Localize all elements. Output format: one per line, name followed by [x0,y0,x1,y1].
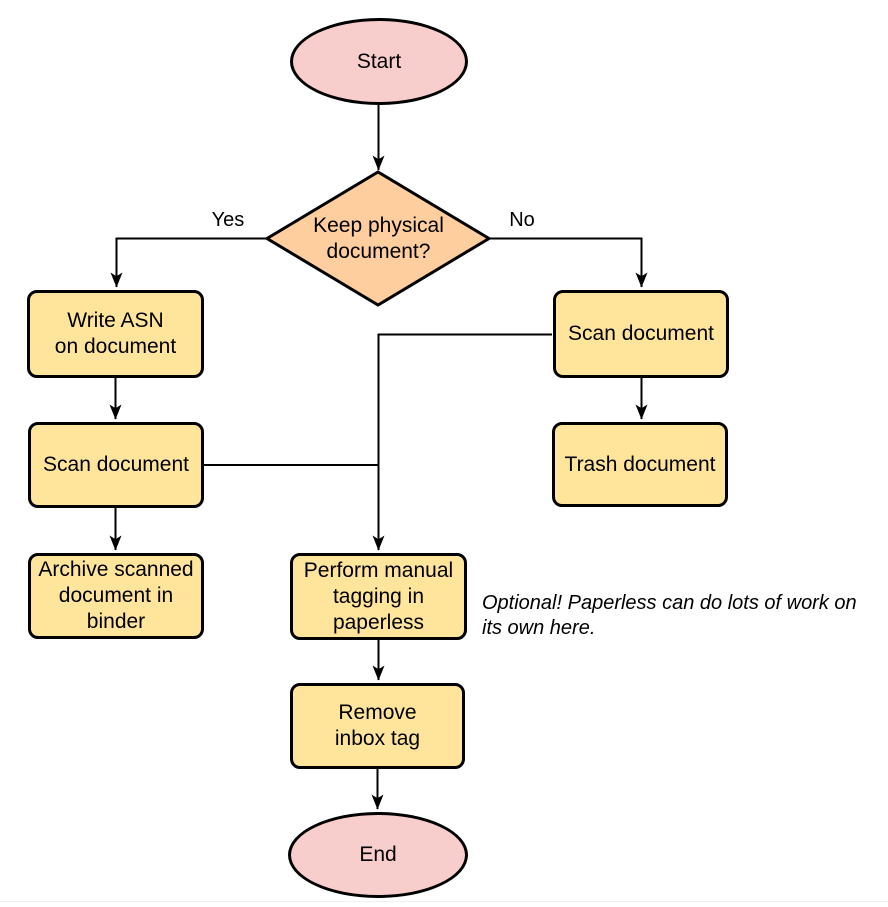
decision-node: Keep physical document? [280,206,477,272]
trash-document-node: Trash document [552,422,728,507]
perform-tagging-node: Perform manual tagging in paperless [290,553,467,640]
scan-document-left-node: Scan document [28,422,204,508]
perform-tagging-label: Perform manual tagging in paperless [303,558,454,634]
archive-node: Archive scanned document in binder [28,553,204,639]
edge-decision-no-to-scan-right [489,237,648,288]
write-asn-node: Write ASN on document [27,290,204,378]
start-label: Start [356,49,402,73]
write-asn-label: Write ASN on document [54,309,177,358]
scan-document-right-node: Scan document [553,290,729,378]
no-edge-label: No [509,209,535,231]
end-node: End [288,812,468,898]
decision-label: Keep physical document? [313,214,444,263]
decision-shape [264,170,492,307]
end-label: End [359,843,397,866]
scan-document-left-label: Scan document [43,453,189,476]
archive-label: Archive scanned document in binder [38,558,194,633]
edge-decision-yes-to-write-asn [110,237,267,288]
remove-inbox-tag-node: Remove inbox tag [290,683,465,769]
bottom-divider [0,901,888,902]
scan-document-right-label: Scan document [568,322,714,345]
remove-inbox-tag-label: Remove inbox tag [334,701,421,750]
yes-edge-label: Yes [211,209,245,231]
trash-document-label: Trash document [564,452,716,476]
optional-annotation: Optional! Paperless can do lots of work … [482,592,857,639]
edge-scan-right-to-perform-tagging [372,333,552,551]
start-node: Start [290,18,468,105]
